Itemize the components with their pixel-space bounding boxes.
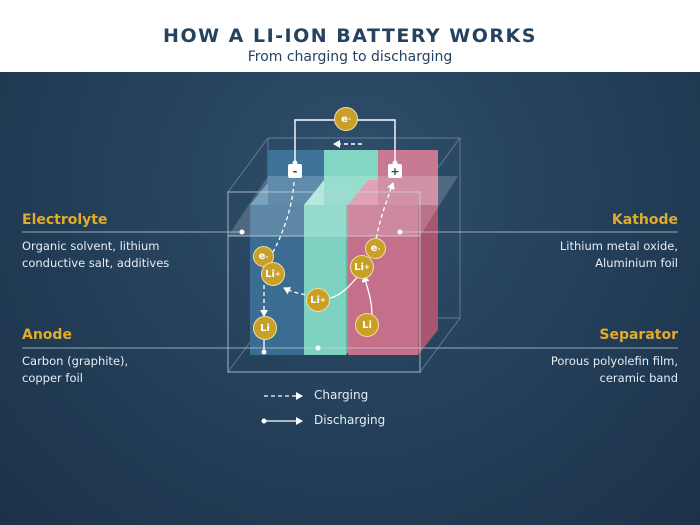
legend-discharging: Discharging (314, 413, 386, 427)
label-lines (22, 231, 678, 349)
legend-charging: Charging (314, 388, 369, 402)
minus-terminal: - (288, 164, 302, 178)
kathode-title: Kathode (611, 212, 678, 228)
electron-kathode: e- (365, 238, 386, 259)
anode-title: Anode (22, 327, 72, 343)
lithium-anode: Li (253, 316, 277, 340)
lithium-ion-separator: Li+ (306, 288, 330, 312)
electrolyte-surface (228, 176, 458, 236)
charging-path-left (264, 181, 295, 266)
lithium-ion-kathode: Li+ (350, 255, 374, 279)
label-dots (239, 229, 403, 351)
case-front (227, 191, 421, 373)
kathode-description: Lithium metal oxide, Aluminium foil (559, 239, 678, 270)
lithium-kathode: Li (355, 313, 379, 337)
header: HOW A LI-ION BATTERY WORKS From charging… (0, 0, 700, 72)
charging-path-right (374, 182, 395, 246)
plus-terminal: + (388, 164, 402, 178)
legend-lines (261, 392, 303, 425)
electron-circuit: e- (334, 107, 358, 131)
separator-title: Separator (599, 327, 678, 343)
electrolyte-description: Organic solvent, lithium conductive salt… (22, 239, 170, 270)
separator-description: Porous polyolefin film, ceramic band (550, 354, 678, 385)
page-title: HOW A LI-ION BATTERY WORKS (163, 25, 537, 47)
electrolyte-title: Electrolyte (22, 212, 108, 228)
lithium-ion-anode: Li+ (261, 262, 285, 286)
anode-description: Carbon (graphite), copper foil (22, 354, 129, 385)
page-subtitle: From charging to discharging (247, 49, 453, 65)
discharging-path-up (361, 275, 373, 316)
